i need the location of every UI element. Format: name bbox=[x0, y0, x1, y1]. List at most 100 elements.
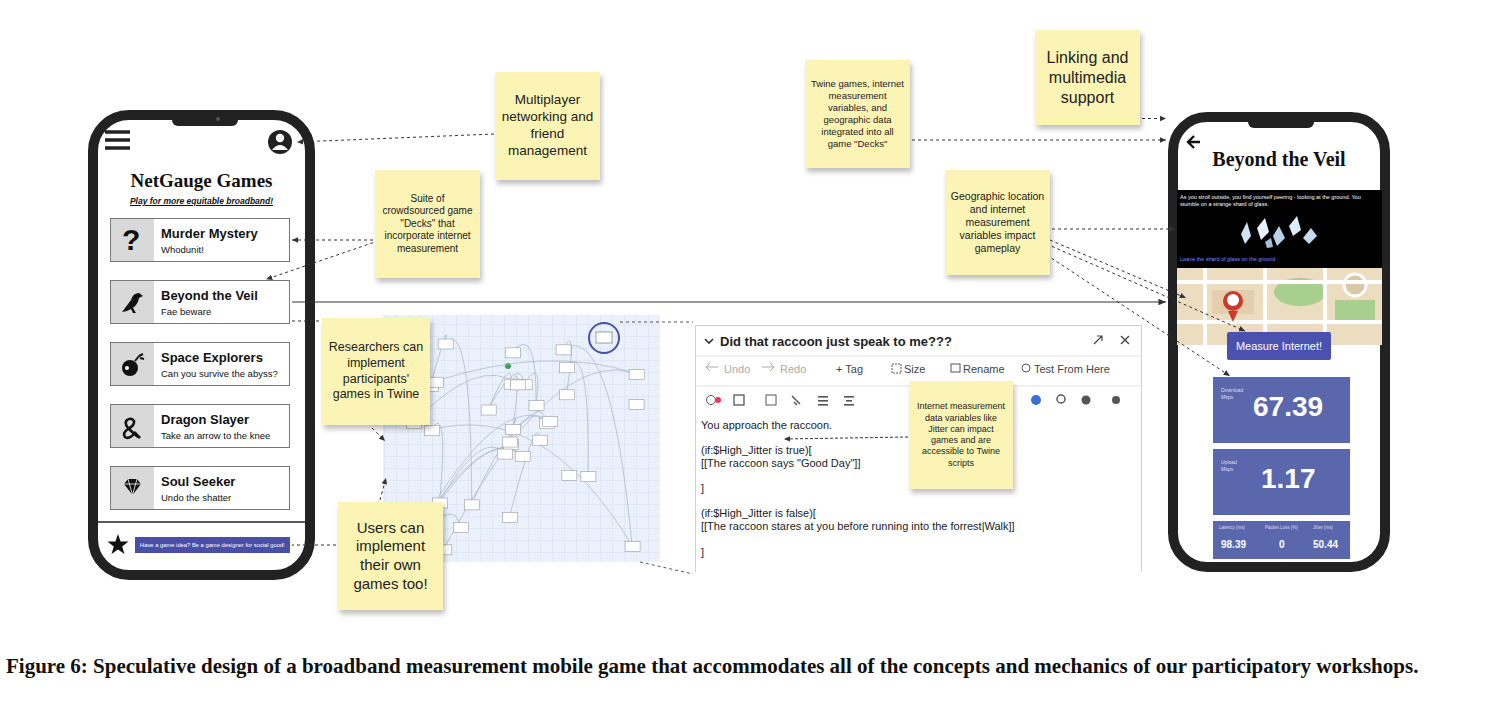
node-title: Did that raccoon just speak to me??? bbox=[720, 334, 952, 349]
svg-path bbox=[762, 363, 774, 371]
svg-rect bbox=[581, 472, 596, 482]
node-text: 0 bbox=[1279, 539, 1285, 550]
svg-rect bbox=[1335, 300, 1375, 322]
stats-box: Latency (ms)98.39Packet Loss (%)0Jitter … bbox=[1213, 521, 1350, 559]
node-text: Mbps bbox=[1221, 394, 1233, 400]
node-text: Fae beware bbox=[161, 306, 211, 317]
svg-rect bbox=[543, 416, 558, 426]
node-title: Soul Seeker bbox=[161, 474, 235, 489]
leader-line bbox=[380, 478, 386, 500]
icon-label: ? bbox=[122, 223, 140, 257]
svg-path bbox=[445, 339, 472, 504]
svg-rect bbox=[111, 281, 154, 323]
connector bbox=[266, 243, 373, 280]
svg-path bbox=[272, 145, 288, 150]
node-title: Internet measurement data variables like… bbox=[914, 401, 1008, 469]
svg-path bbox=[105, 132, 130, 148]
phone-screen: NetGauge GamesPlay for more equitable br… bbox=[88, 110, 315, 580]
leader-line bbox=[297, 134, 494, 142]
node-title: Multiplayer networking and friend manage… bbox=[500, 92, 595, 160]
svg-circle bbox=[276, 134, 284, 142]
game-list-item: Beyond the VeilFae beware bbox=[110, 280, 290, 324]
svg-polygon bbox=[124, 479, 141, 495]
measure-button: Measure Internet! bbox=[1227, 332, 1331, 360]
sticky-note: Twine games, internet measurement variab… bbox=[805, 60, 910, 168]
svg-rect bbox=[505, 348, 520, 358]
node-title: Beyond the Veil bbox=[1168, 148, 1390, 171]
svg-polygon bbox=[1265, 238, 1273, 248]
figure-caption: Figure 6: Speculative design of a broadb… bbox=[6, 652, 1482, 681]
node-text: Whodunit! bbox=[161, 244, 204, 255]
svg-rect bbox=[111, 405, 154, 447]
svg-path bbox=[124, 479, 141, 495]
svg-path bbox=[432, 425, 632, 545]
game-list-item: Space ExplorersCan you survive the abyss… bbox=[110, 342, 290, 386]
leader-line bbox=[372, 428, 385, 441]
node-text: ] bbox=[701, 546, 704, 558]
svg-rect bbox=[844, 404, 854, 406]
svg-circle bbox=[1344, 274, 1366, 296]
svg-rect bbox=[818, 396, 828, 398]
svg-rect bbox=[818, 404, 828, 406]
svg-rect bbox=[515, 451, 530, 461]
sticky-note: Researchers can implement participants' … bbox=[322, 318, 430, 425]
svg-rect bbox=[172, 112, 238, 126]
node-text: Undo bbox=[724, 363, 750, 375]
svg-circle bbox=[1112, 396, 1120, 404]
svg-path bbox=[440, 447, 523, 502]
sticky-note: Suite of crowdsourced game "Decks" that … bbox=[375, 170, 480, 278]
svg-path bbox=[792, 396, 800, 405]
node-text: [[The raccoon stares at you before runni… bbox=[701, 520, 1015, 532]
sticky-note: Geographic location and internet measure… bbox=[945, 170, 1050, 275]
sticky-note: Multiplayer networking and friend manage… bbox=[495, 72, 600, 180]
svg-rect bbox=[1173, 117, 1385, 567]
svg-rect bbox=[529, 401, 544, 411]
svg-circle bbox=[1031, 395, 1041, 405]
zoom-leader bbox=[640, 562, 693, 574]
node-title: NetGauge Games bbox=[88, 170, 315, 192]
svg-path bbox=[563, 346, 632, 546]
node-text: Play for more equitable broadband! bbox=[88, 196, 315, 206]
node-title: Users can implement their own games too! bbox=[343, 519, 438, 594]
connector bbox=[1142, 118, 1166, 119]
node-title: Latency (ms) bbox=[1219, 525, 1245, 530]
svg-rect bbox=[1248, 114, 1314, 128]
leader-line bbox=[784, 437, 908, 439]
svg-circle bbox=[1082, 396, 1091, 405]
svg-path bbox=[1121, 336, 1129, 344]
node-text: Undo the shatter bbox=[161, 492, 231, 503]
svg-rect bbox=[818, 400, 828, 402]
node-text: Mbps bbox=[1221, 466, 1233, 472]
svg-rect bbox=[111, 343, 154, 385]
zoom-leader bbox=[620, 322, 693, 323]
svg-circle bbox=[1223, 291, 1243, 311]
svg-polygon bbox=[108, 534, 129, 554]
node-title: Dragon Slayer bbox=[161, 412, 249, 427]
node-text: (if:$High_Jitter is false)[ bbox=[701, 507, 816, 519]
node-title: Upload bbox=[1221, 459, 1237, 465]
svg-polygon bbox=[1303, 228, 1317, 244]
svg-rect bbox=[892, 364, 901, 373]
svg-rect bbox=[625, 541, 640, 551]
svg-path bbox=[567, 362, 589, 476]
svg-line bbox=[696, 356, 1142, 357]
node-text: Take an arrow to the knee bbox=[161, 430, 270, 441]
svg-path bbox=[472, 416, 547, 504]
node-title: Space Explorers bbox=[161, 350, 263, 365]
svg-circle bbox=[268, 130, 292, 154]
svg-rect bbox=[428, 377, 443, 387]
node-text: Redo bbox=[780, 363, 806, 375]
svg-polygon bbox=[1241, 222, 1251, 244]
svg-rect bbox=[502, 437, 517, 447]
node-title: Download bbox=[1221, 387, 1243, 393]
svg-rect bbox=[505, 425, 520, 435]
node-text: Leave the shard of glass on the ground bbox=[1180, 256, 1275, 262]
svg-polygon bbox=[1257, 218, 1269, 240]
design-game-button: Have a game idea? Be a game designer for… bbox=[135, 537, 290, 553]
svg-rect bbox=[629, 399, 644, 409]
connector bbox=[292, 321, 320, 322]
sticky-note: Linking and multimedia support bbox=[1035, 30, 1140, 125]
svg-rect bbox=[766, 395, 776, 405]
svg-circle bbox=[122, 360, 138, 376]
